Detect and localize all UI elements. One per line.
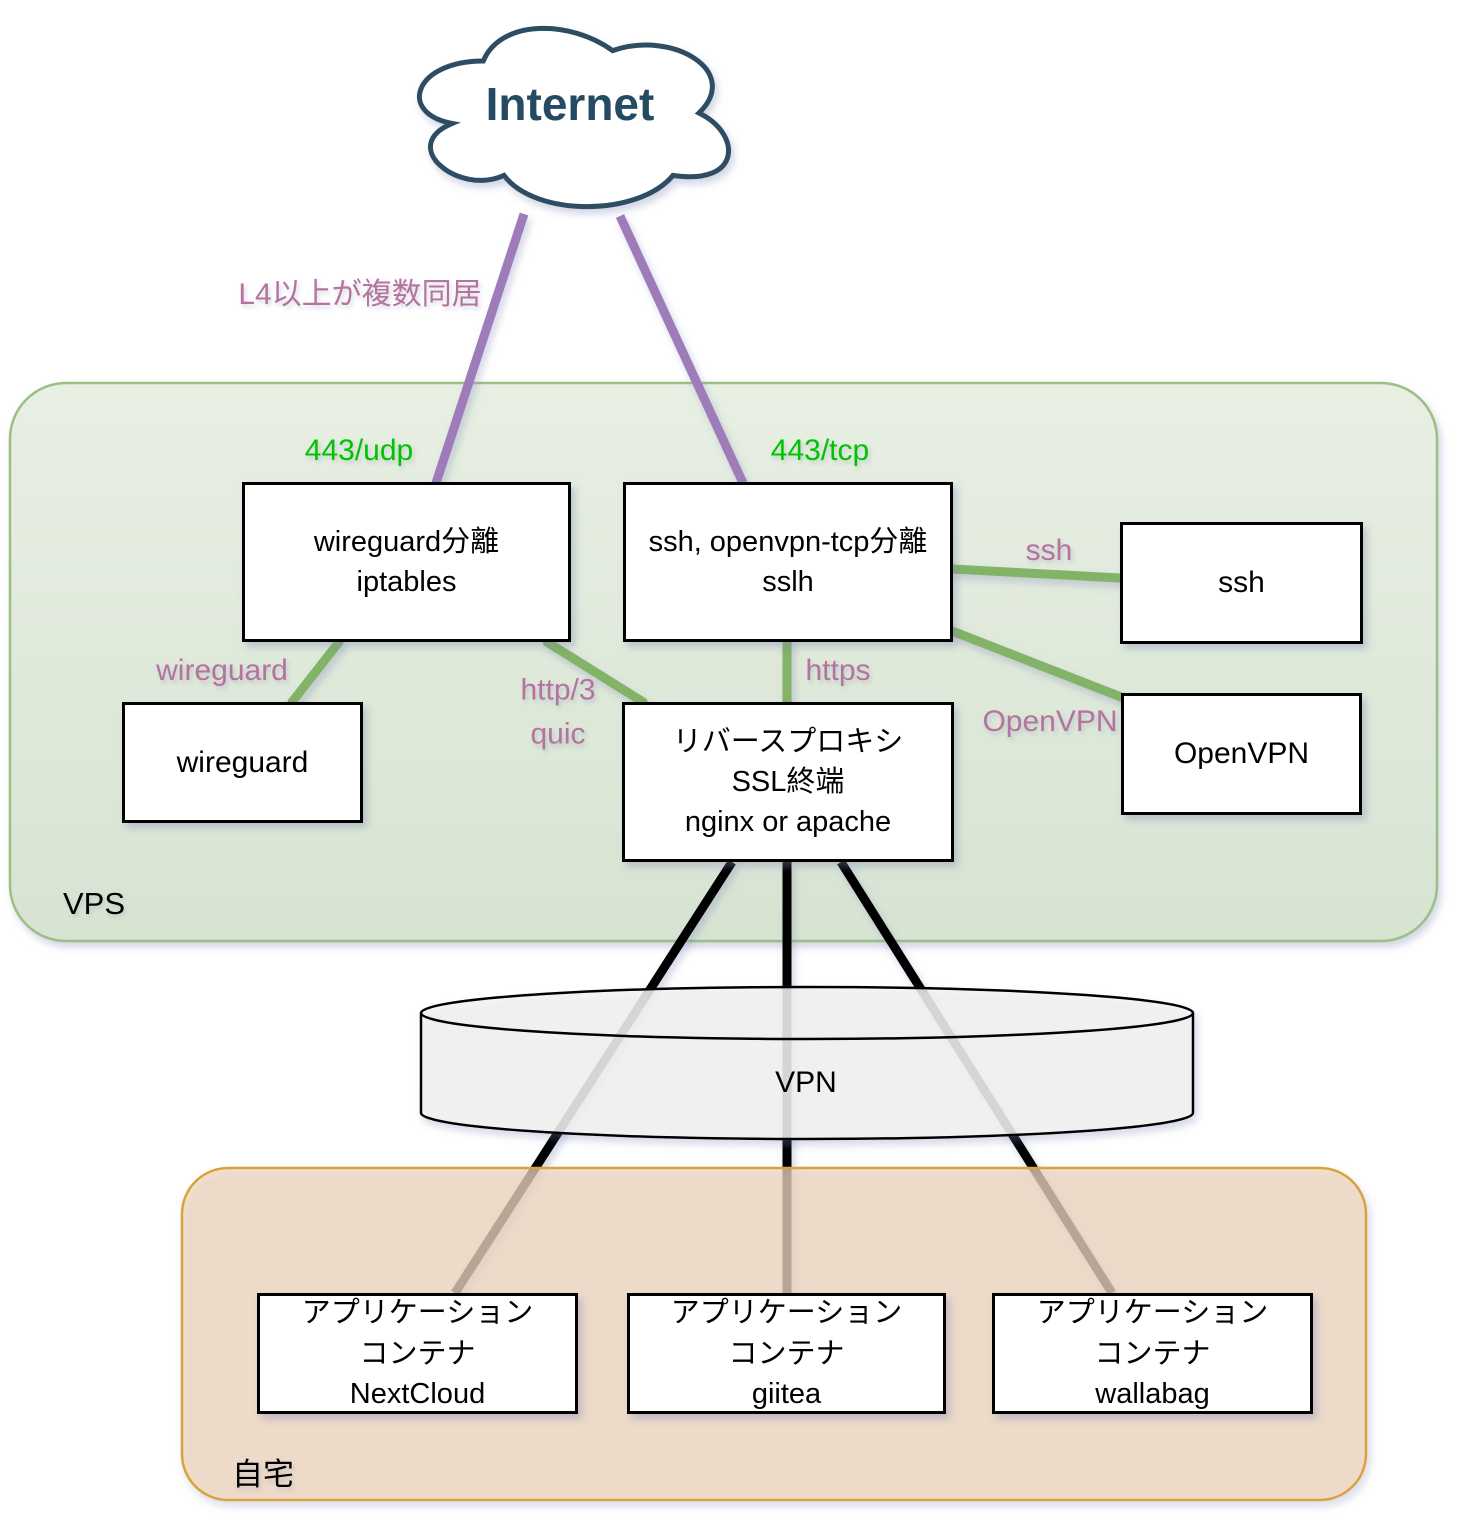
node-label-line: wireguard分離 [313,525,500,558]
node-label-line: コンテナ [728,1337,845,1370]
vps-container-label: VPS [63,886,126,921]
internet-cloud-shape [417,25,732,209]
edge-internet-sslh [615,214,748,485]
node-label-line: OpenVPN [1173,737,1310,771]
node-app-container-nextcloud: アプリケーション コンテナ NextCloud [257,1293,578,1414]
node-label-line: アプリケーション [301,1297,534,1330]
node-label-line: giitea [751,1377,822,1410]
node-label-line: アプリケーション [670,1297,903,1330]
vps-edges [287,564,1126,707]
node-openvpn: OpenVPN [1121,693,1362,815]
node-label-line: nginx or apache [684,806,892,838]
vpn-cylinder-label: VPN [775,1066,837,1099]
node-wireguard: wireguard [122,702,363,823]
node-app-container-giitea: アプリケーション コンテナ giitea [627,1293,946,1414]
edge-internet-iptables [431,212,529,485]
edge-sslh-ssh [947,564,1125,583]
node-wireguard-iptables: wireguard分離 iptables [242,482,571,642]
edge-iptables-wireguard [287,637,344,707]
node-label-line: NextCloud [349,1377,486,1410]
home-container-label: 自宅 [232,1457,294,1492]
edge-label-ssh: ssh [1025,534,1073,567]
edge-label-wireguard: wireguard [156,654,288,687]
node-label-line: iptables [356,566,457,598]
edge-label-443-tcp: 443/tcp [770,434,870,467]
edge-label-http3-line2: quic [530,717,586,750]
node-label-line: リバースプロキシ [672,725,904,758]
node-label-line: コンテナ [359,1337,476,1370]
node-label-line: wireguard [176,745,309,779]
cylinder-inner-arc [419,1012,1195,1041]
node-label-line: コンテナ [1094,1337,1211,1370]
node-label-line: ssh [1218,566,1265,600]
node-label-line: wallabag [1095,1377,1210,1410]
node-label-line: sslh [762,566,814,598]
edge-label-http3-line1: http/3 [520,673,596,707]
node-label-line: ssh, openvpn-tcp分離 [648,525,928,558]
edge-iptables-proxy [542,637,648,707]
edge-label-openvpn: OpenVPN [982,705,1118,738]
edge-label-https: https [805,654,871,687]
node-reverse-proxy: リバースプロキシ SSL終端 nginx or apache [622,702,954,862]
node-label-line: SSL終端 [731,765,845,798]
node-ssh: ssh [1120,522,1363,644]
node-sslh: ssh, openvpn-tcp分離 sslh [623,482,953,642]
cylinder-body [419,985,1195,1141]
node-app-container-wallabag: アプリケーション コンテナ wallabag [992,1293,1313,1414]
edge-label-http3-quic: http/3 quic [520,669,595,756]
edge-sslh-openvpn [947,626,1126,702]
node-label-line: アプリケーション [1036,1297,1269,1330]
internet-edges [431,212,748,485]
vpn-cylinder-shape [419,985,1195,1141]
edge-label-443-udp: 443/udp [304,434,414,467]
internet-cloud-label: Internet [485,78,655,130]
edge-label-l4: L4以上が複数同居 [238,278,482,311]
